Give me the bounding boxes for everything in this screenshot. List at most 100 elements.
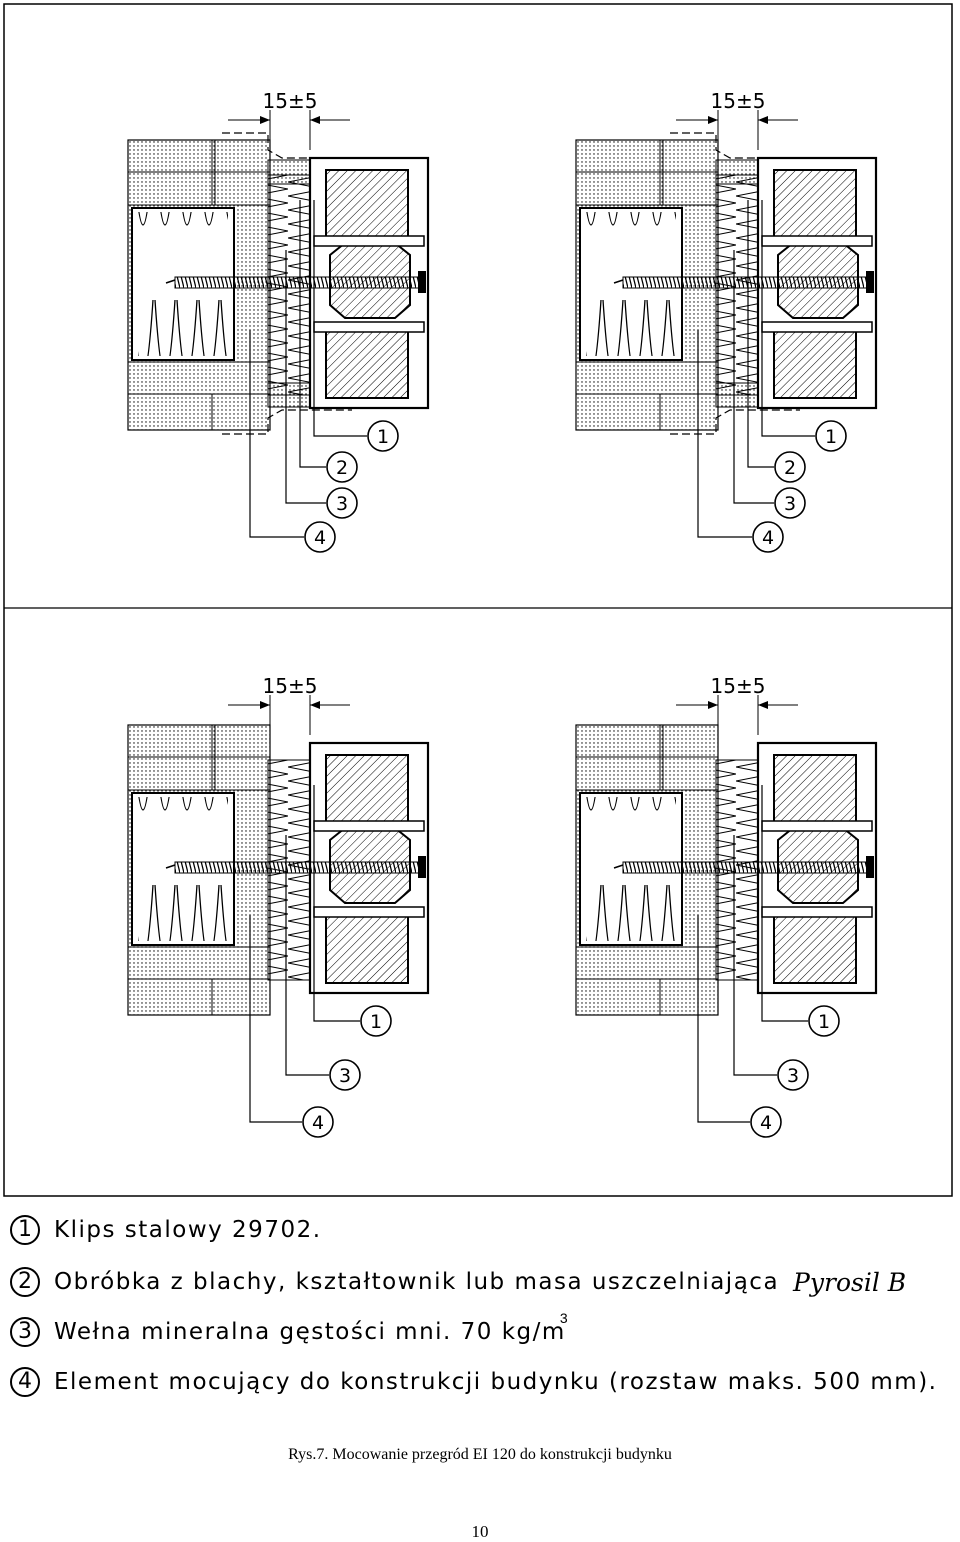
callout-circle: [302, 1106, 334, 1138]
callout-number: 3: [336, 493, 348, 515]
callout-circle: [326, 451, 358, 483]
dimension-arrow: [310, 116, 320, 124]
glazing-lower: [325, 327, 409, 399]
callout-circle: [774, 487, 806, 519]
legend-item-2: 2 Obróbka z blachy, kształtownik lub mas…: [10, 1262, 906, 1302]
dimension-arrow: [708, 701, 718, 709]
callout-circle: [815, 420, 847, 452]
cross-section-panel: 15±5 1 3 4: [127, 674, 430, 1138]
profile-web: [313, 820, 425, 832]
callout-number: 4: [762, 527, 774, 549]
callout-number: 4: [312, 1112, 324, 1134]
dimension-arrow: [260, 116, 270, 124]
callout-number: 2: [336, 457, 348, 479]
callout-number: 4: [314, 527, 326, 549]
screw: [622, 861, 869, 874]
callout-circle: [777, 1059, 809, 1091]
dimension-label: 15±5: [263, 89, 318, 113]
legend-item-4: 4 Element mocujący do konstrukcji budynk…: [10, 1362, 938, 1402]
callout-leader: [761, 200, 815, 437]
flashing-bottom: [670, 409, 800, 435]
callout-leader: [747, 200, 774, 468]
legend-text: Obróbka z blachy, kształtownik lub masa …: [54, 1269, 780, 1295]
callout-circle: [326, 487, 358, 519]
profile-web: [313, 235, 425, 247]
callout-circle: [750, 1106, 782, 1138]
screw-tip: [165, 279, 176, 284]
flashing-bottom: [222, 409, 352, 435]
profile-web: [761, 321, 873, 333]
callout-circle: [304, 521, 336, 553]
legend-text: Klips stalowy 29702.: [54, 1217, 322, 1243]
callout-number: 1: [825, 426, 837, 448]
glazing-upper: [325, 169, 409, 241]
callout-leader: [285, 250, 326, 504]
screw-head: [418, 856, 426, 878]
glazing-upper: [325, 754, 409, 826]
sealant-top: [267, 159, 311, 185]
glazing-upper: [773, 169, 857, 241]
profile-web: [761, 906, 873, 918]
dimension-label: 15±5: [711, 674, 766, 698]
dimension-label: 15±5: [263, 674, 318, 698]
legend-superscript: 3: [559, 1310, 568, 1326]
callout-number: 2: [784, 457, 796, 479]
screw-tip: [613, 864, 624, 869]
dimension-arrow: [310, 701, 320, 709]
screw-head: [866, 271, 874, 293]
callout-leader: [313, 200, 367, 437]
flashing-top: [222, 132, 352, 159]
glazing-lower: [773, 327, 857, 399]
screw: [174, 861, 421, 874]
callout-number: 1: [370, 1011, 382, 1033]
callout-circle: [360, 1005, 392, 1037]
callout-leader: [761, 785, 808, 1022]
flashing-top: [670, 132, 800, 159]
sealant-bottom: [715, 382, 759, 408]
legend-text: Element mocujący do konstrukcji budynku …: [54, 1369, 938, 1395]
screw-tip: [165, 864, 176, 869]
legend-number: 3: [10, 1317, 40, 1347]
figure-caption: Rys.7. Mocowanie przegród EI 120 do kons…: [288, 1446, 672, 1463]
callout-number: 3: [339, 1065, 351, 1087]
glazing-lower: [325, 912, 409, 984]
profile-web: [313, 906, 425, 918]
dimension-arrow: [758, 116, 768, 124]
glazing-lower: [773, 912, 857, 984]
legend-item-1: 1 Klips stalowy 29702.: [10, 1210, 322, 1250]
dimension-label: 15±5: [711, 89, 766, 113]
callout-circle: [329, 1059, 361, 1091]
callout-leader: [249, 915, 302, 1123]
profile-web: [761, 820, 873, 832]
callout-leader: [697, 330, 752, 538]
profile-web: [313, 321, 425, 333]
callout-leader: [313, 785, 360, 1022]
screw-tip: [613, 279, 624, 284]
profile-web: [761, 235, 873, 247]
handwritten-note: Pyrosil B: [793, 1267, 907, 1297]
callout-leader: [733, 250, 774, 504]
legend-text: Wełna mineralna gęstości mni. 70 kg/m: [54, 1319, 566, 1345]
legend-item-3: 3 Wełna mineralna gęstości mni. 70 kg/m …: [10, 1310, 568, 1352]
sealant-top: [715, 159, 759, 185]
callout-leader: [249, 330, 304, 538]
callout-number: 1: [818, 1011, 830, 1033]
callout-circle: [808, 1005, 840, 1037]
callout-leader: [285, 835, 329, 1076]
callout-circle: [752, 521, 784, 553]
cross-section-panel: 15±5 1 2 34: [575, 89, 878, 553]
screw-head: [418, 271, 426, 293]
legend-number: 4: [10, 1367, 40, 1397]
callout-leader: [697, 915, 750, 1123]
dimension-arrow: [260, 701, 270, 709]
callout-number: 3: [787, 1065, 799, 1087]
callout-leader: [299, 200, 326, 468]
legend-number: 2: [10, 1267, 40, 1297]
glazing-upper: [773, 754, 857, 826]
callout-number: 3: [784, 493, 796, 515]
callout-circle: [774, 451, 806, 483]
callout-circle: [367, 420, 399, 452]
screw-head: [866, 856, 874, 878]
